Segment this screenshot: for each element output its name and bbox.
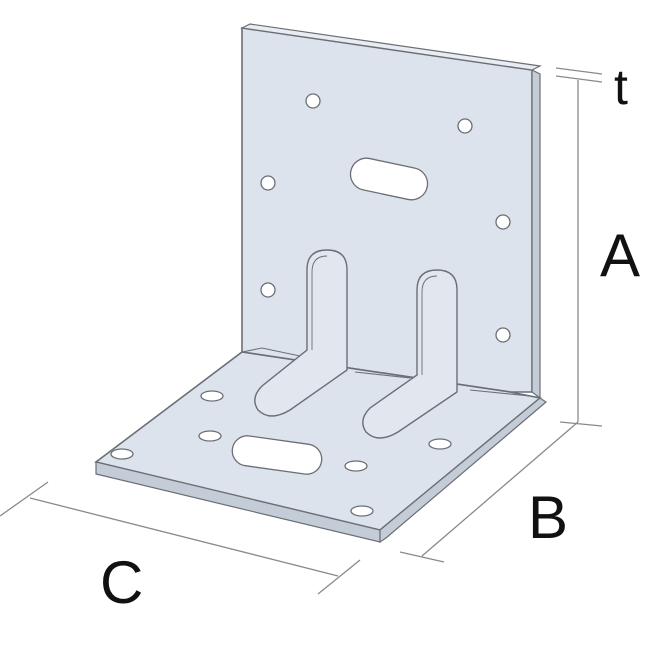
reinforcing-rib-left: [254, 249, 348, 417]
thickness-label: t: [614, 59, 628, 115]
dimension-label-b: B: [528, 484, 569, 551]
horizontal-leg-holes: [110, 390, 452, 517]
dimension-lines: [0, 67, 603, 595]
dimension-label-a: A: [600, 222, 641, 289]
reinforcing-rib-right: [362, 269, 458, 439]
vertical-leg: [240, 23, 542, 400]
vertical-leg-holes: [260, 93, 511, 343]
dimension-label-c: C: [100, 549, 144, 616]
